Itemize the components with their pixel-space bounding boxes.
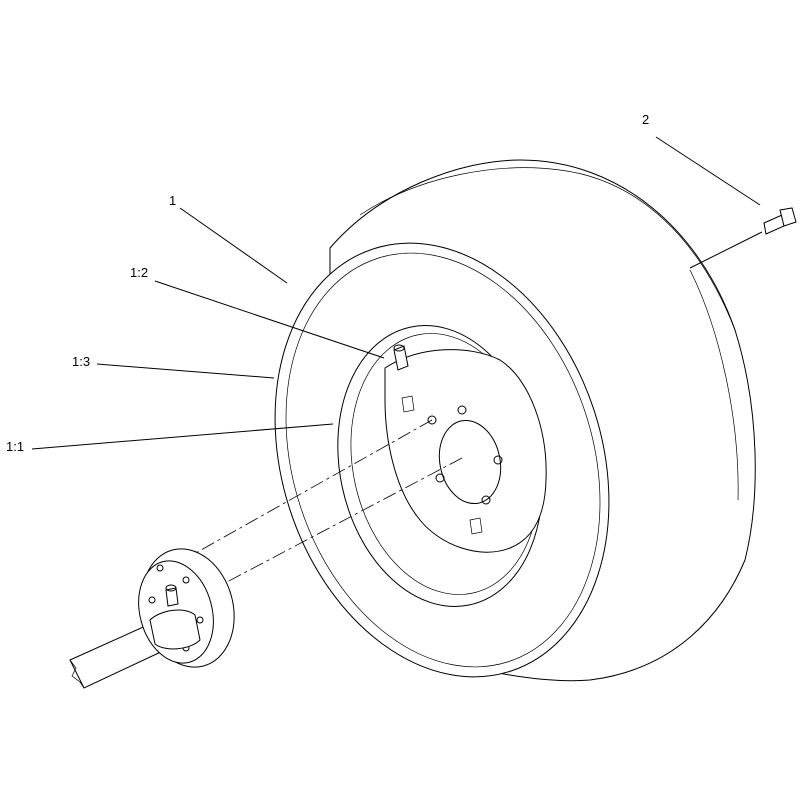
flange-hole-2	[182, 576, 190, 584]
lug-hole-4	[481, 495, 491, 505]
lug-hole-2	[457, 405, 467, 415]
bolt-head	[779, 207, 797, 227]
leader-1	[179, 207, 288, 284]
leader-2-ext	[689, 231, 763, 269]
centerline-upper	[161, 419, 433, 573]
hub-collar	[149, 609, 201, 650]
grease-fitting	[165, 587, 179, 607]
wheel-slot-top	[401, 395, 415, 413]
wheel-rim	[337, 325, 547, 607]
valve-stem-cap	[393, 344, 405, 352]
wheel-bolt	[763, 207, 797, 235]
tread-curve-2	[689, 269, 739, 501]
tire-sidewall-rim	[285, 252, 601, 668]
grease-fitting-cap	[165, 584, 177, 592]
wheel-slot-bottom	[469, 517, 483, 535]
bolt-shank	[763, 214, 785, 235]
centerline-lower	[207, 457, 463, 593]
callout-1-1: 1:1	[6, 439, 25, 454]
axle-break	[69, 659, 85, 689]
leader-2	[655, 136, 761, 206]
callout-2: 2	[642, 112, 650, 127]
valve-stem	[393, 345, 409, 371]
flange-hole-5	[148, 596, 156, 604]
flange-hole-1	[156, 564, 164, 572]
flange-hole-3	[196, 616, 204, 624]
tread-curve-1	[359, 167, 736, 331]
callout-1-3: 1:3	[72, 354, 91, 369]
leader-1-2	[154, 280, 385, 359]
lug-hole-3	[493, 455, 503, 465]
leader-lines	[31, 136, 763, 450]
leader-1-3	[96, 363, 275, 379]
lug-hole-5	[435, 473, 445, 483]
callout-1: 1	[169, 193, 177, 208]
lug-hole-1	[427, 415, 437, 425]
leader-1-1	[31, 423, 334, 450]
axle-hub	[69, 548, 235, 689]
callout-1-2: 1:2	[130, 265, 149, 280]
